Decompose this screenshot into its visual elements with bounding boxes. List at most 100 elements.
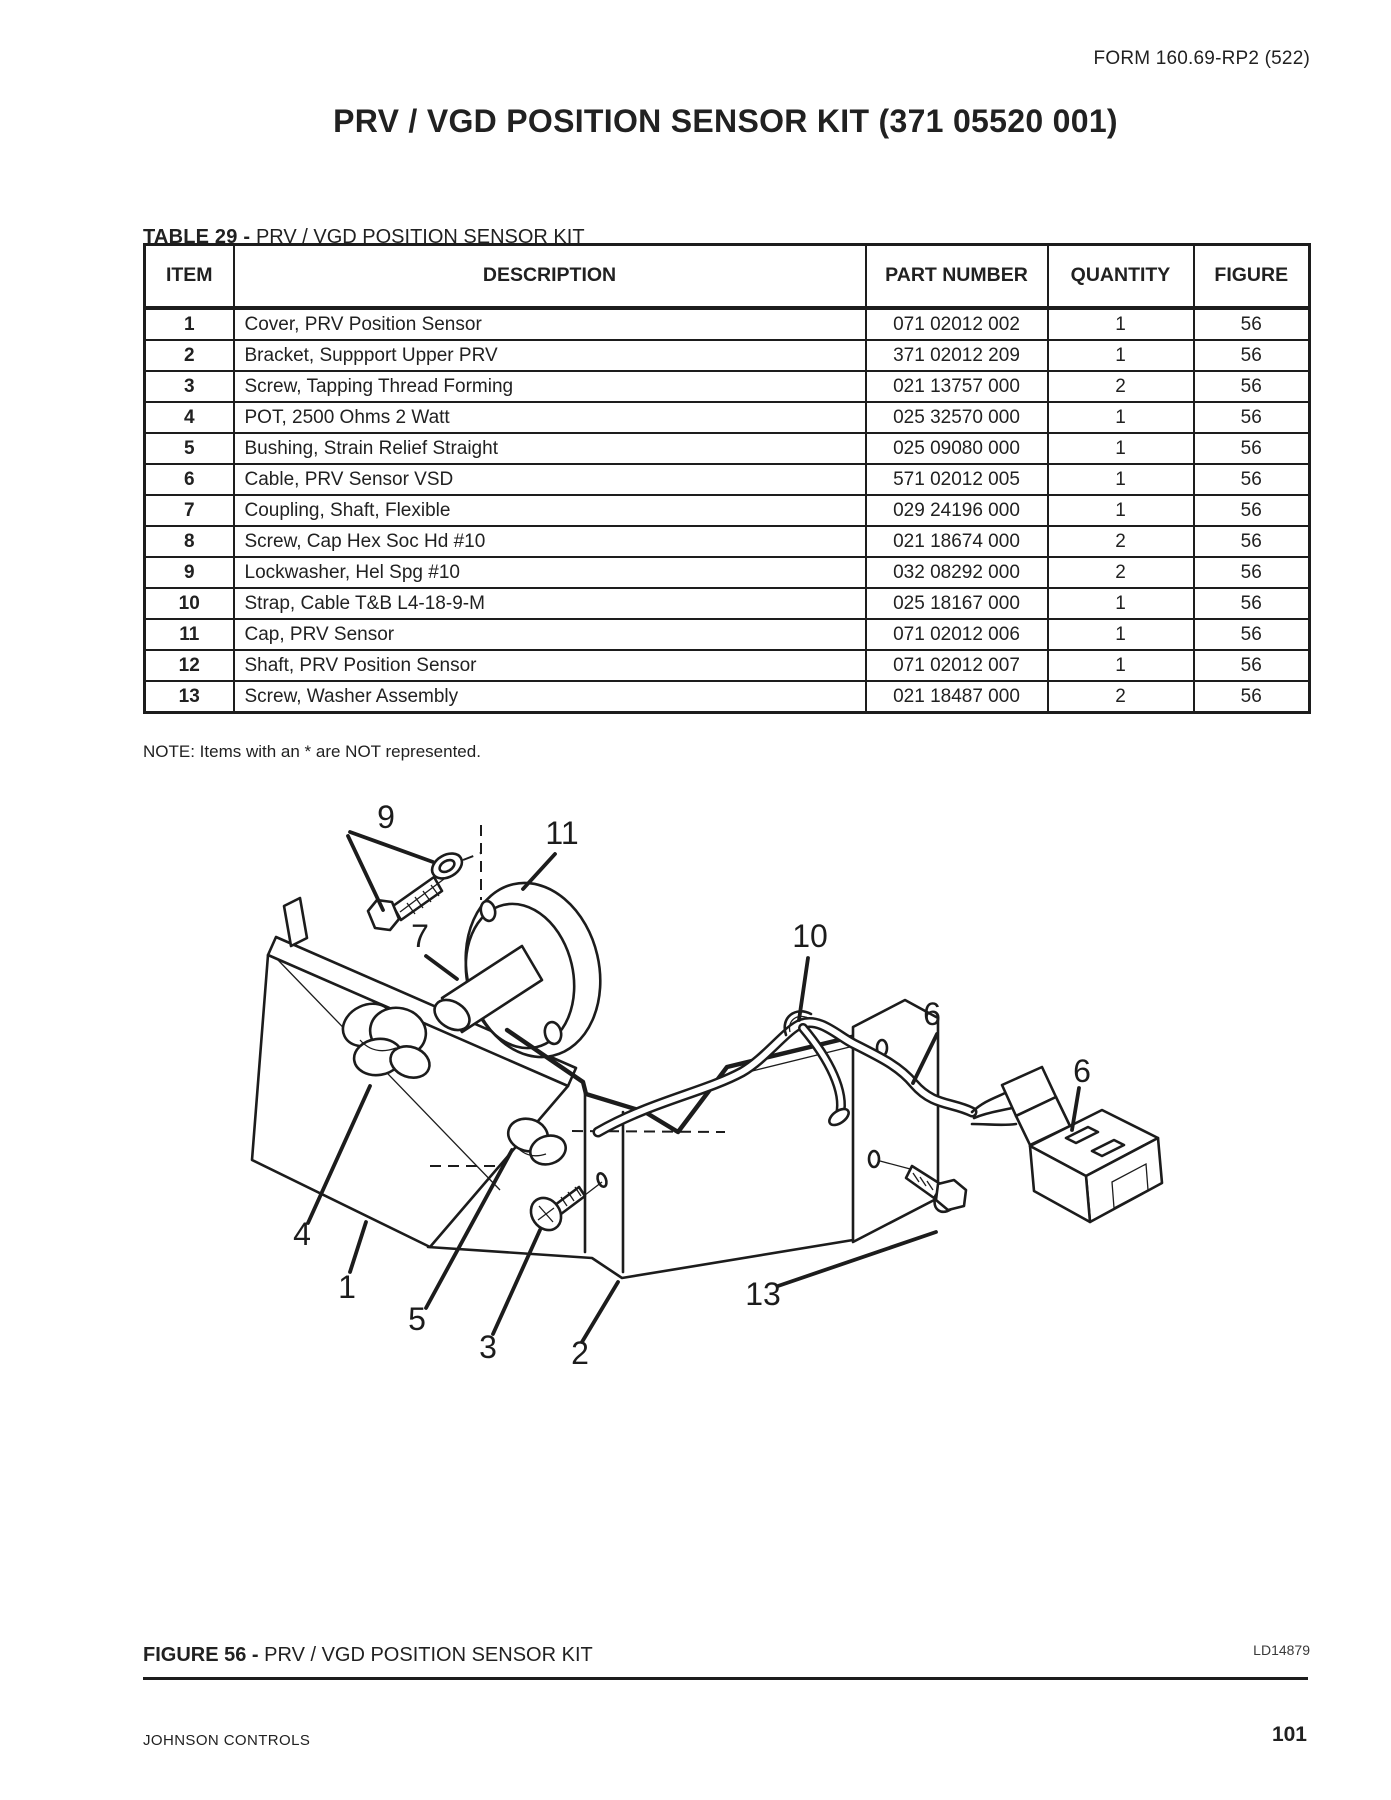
callout-leader-2 — [580, 1280, 620, 1344]
item-figure: 56 — [1192, 370, 1311, 403]
item-quantity: 1 — [1046, 618, 1195, 651]
figure-caption-text: PRV / VGD POSITION SENSOR KIT — [264, 1644, 593, 1666]
item-part-number: 071 02012 002 — [864, 307, 1049, 341]
cable-strap-end — [828, 1107, 850, 1127]
cable-wire — [970, 1122, 1018, 1127]
item-number: 5 — [143, 432, 235, 465]
item-part-number: 071 02012 006 — [864, 618, 1049, 651]
screw-thread — [574, 1186, 582, 1197]
item-number: 13 — [143, 680, 235, 714]
callout-leader-11 — [521, 852, 557, 891]
screw-axis-line — [879, 1160, 915, 1171]
cap-hole-bottom — [543, 1020, 563, 1046]
item-part-number: 025 09080 000 — [864, 432, 1049, 465]
callout-label-1: 1 — [338, 1269, 356, 1305]
callout-leader-9 — [346, 834, 385, 912]
connector-latch-notch — [1090, 1138, 1126, 1158]
support-bracket-inner-edge — [735, 1041, 871, 1076]
item-description: Bushing, Strain Relief Straight — [232, 432, 867, 465]
item-figure: 56 — [1192, 307, 1311, 341]
item-quantity: 1 — [1046, 339, 1195, 372]
panel-edge-line — [277, 959, 501, 1191]
page-title: PRV / VGD POSITION SENSOR KIT (371 05520… — [333, 103, 1118, 139]
item-part-number: 071 02012 007 — [864, 649, 1049, 682]
column-header-item: ITEM — [143, 243, 235, 310]
form-number: FORM 160.69-RP2 (522) — [1093, 48, 1310, 69]
item-figure: 56 — [1192, 463, 1311, 496]
table-row: 9 Lockwasher, Hel Spg #10 032 08292 000 … — [143, 556, 1311, 589]
bolt-thread — [422, 890, 432, 903]
item-part-number: 032 08292 000 — [864, 556, 1049, 589]
screw-thread — [567, 1191, 575, 1202]
parts-table: ITEM DESCRIPTION PART NUMBER QUANTITY FI… — [143, 243, 1311, 714]
callout-label-6b: 6 — [1073, 1053, 1091, 1089]
table-caption-text: PRV / VGD POSITION SENSOR KIT — [255, 226, 585, 248]
item-figure: 56 — [1192, 432, 1311, 465]
figure-drawing-code: LD14879 — [1253, 1642, 1310, 1658]
pot-boot-detail — [359, 1039, 397, 1052]
item-description: Screw, Tapping Thread Forming — [232, 370, 867, 403]
item-description: Bracket, Suppport Upper PRV — [232, 339, 867, 372]
item-number: 3 — [143, 370, 235, 403]
upper-bracket-tab — [282, 896, 309, 948]
item-part-number: 571 02012 005 — [864, 463, 1049, 496]
item-figure: 56 — [1192, 618, 1311, 651]
callout-label-9: 9 — [377, 799, 395, 835]
item-quantity: 2 — [1046, 370, 1195, 403]
item-quantity: 1 — [1046, 401, 1195, 434]
item-quantity: 1 — [1046, 307, 1195, 341]
page-number: 101 — [1271, 1723, 1307, 1746]
table-row: 4 POT, 2500 Ohms 2 Watt 025 32570 000 1 … — [143, 401, 1311, 434]
item-figure: 56 — [1192, 525, 1311, 558]
table-row: 13 Screw, Washer Assembly 021 18487 000 … — [143, 680, 1311, 714]
callout-label-4: 4 — [293, 1216, 311, 1252]
item-number: 12 — [143, 649, 235, 682]
item-figure: 56 — [1192, 556, 1311, 589]
plate-hole — [867, 1149, 881, 1169]
connector-latch-notch — [1064, 1125, 1100, 1145]
footer-company: JOHNSON CONTROLS — [143, 1732, 311, 1749]
phillips-cross-icon — [537, 1205, 555, 1223]
item-quantity: 1 — [1046, 649, 1195, 682]
item-figure: 56 — [1192, 401, 1311, 434]
item-description: Cable, PRV Sensor VSD — [232, 463, 867, 496]
item-part-number: 025 18167 000 — [864, 587, 1049, 620]
screw-thread — [919, 1176, 927, 1187]
callout-label-7: 7 — [411, 918, 429, 954]
bolt-thread — [414, 896, 424, 909]
table-row: 11 Cap, PRV Sensor 071 02012 006 1 56 — [143, 618, 1311, 651]
screw-thread — [912, 1172, 920, 1183]
callout-label-6: 6 — [923, 996, 941, 1032]
table-row: 5 Bushing, Strain Relief Straight 025 09… — [143, 432, 1311, 465]
item-quantity: 1 — [1046, 494, 1195, 527]
item-description: Shaft, PRV Position Sensor — [232, 649, 867, 682]
item-figure: 56 — [1192, 587, 1311, 620]
table-note: NOTE: Items with an * are NOT represente… — [143, 742, 481, 761]
callout-leader-13 — [776, 1230, 938, 1288]
callout-label-3: 3 — [479, 1329, 497, 1365]
table-row: 3 Screw, Tapping Thread Forming 021 1375… — [143, 370, 1311, 403]
bracket-bottom-edge — [426, 1238, 855, 1280]
coupling-end-cap — [433, 998, 471, 1032]
cable-strap-loop-inner — [788, 1015, 809, 1033]
item-number: 8 — [143, 525, 235, 558]
item-quantity: 2 — [1046, 556, 1195, 589]
bolt-thread — [430, 884, 440, 897]
connector-opening — [1111, 1162, 1149, 1210]
item-description: Lockwasher, Hel Spg #10 — [232, 556, 867, 589]
item-number: 4 — [143, 401, 235, 434]
item-number: 9 — [143, 556, 235, 589]
table-row: 10 Strap, Cable T&B L4-18-9-M 025 18167 … — [143, 587, 1311, 620]
callout-leader-7 — [424, 954, 459, 981]
figure-caption-number: FIGURE 56 - — [143, 1644, 265, 1666]
item-description: Coupling, Shaft, Flexible — [232, 494, 867, 527]
item-number: 10 — [143, 587, 235, 620]
callout-leader-5 — [424, 1148, 514, 1310]
connector-front-face — [1028, 1144, 1092, 1224]
callout-label-10: 10 — [792, 918, 828, 954]
pot-boot-squiggle — [389, 1045, 431, 1079]
hex-bolt-head — [366, 898, 401, 932]
footer-rule — [143, 1677, 1308, 1680]
column-header-figure: FIGURE — [1192, 243, 1311, 310]
table-row: 8 Screw, Cap Hex Soc Hd #10 021 18674 00… — [143, 525, 1311, 558]
